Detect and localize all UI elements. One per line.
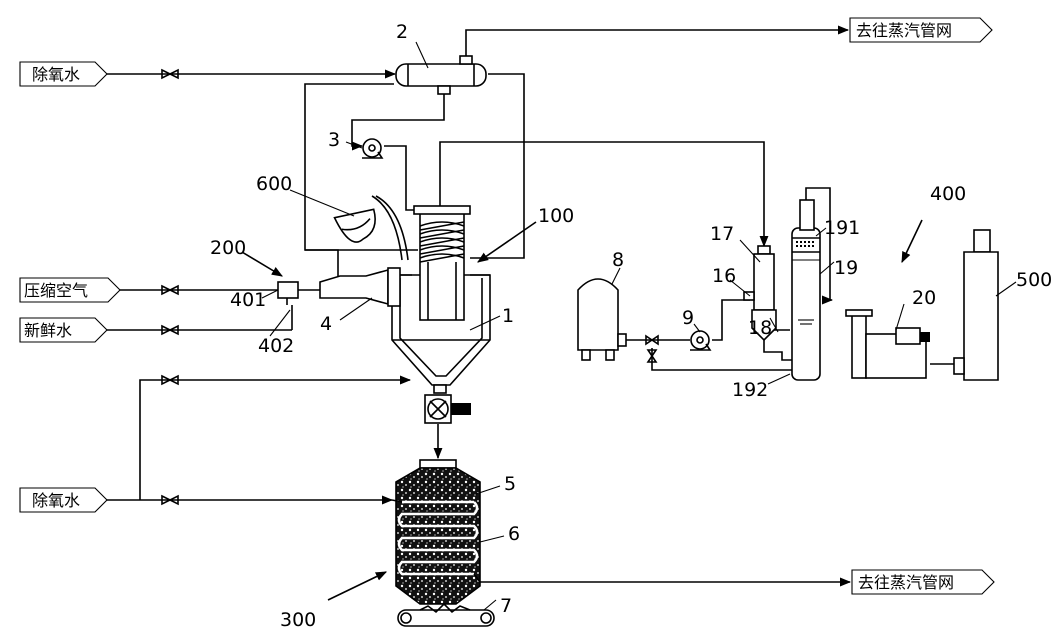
conveyor-7 [397, 602, 495, 627]
svg-text:新鲜水: 新鲜水 [24, 321, 72, 340]
label-9: 9 [682, 307, 694, 329]
outlet-steam-network-bottom: 去往蒸汽管网 [851, 569, 995, 595]
label-200: 200 [210, 237, 246, 259]
label-191: 191 [824, 217, 860, 239]
equipment-numbers: 2 3 600 100 200 401 402 4 1 17 191 400 8… [210, 21, 1052, 631]
absorption-column-19 [791, 199, 821, 381]
tank-8 [577, 278, 627, 361]
label-8: 8 [612, 249, 624, 271]
heat-exchanger-2 [395, 55, 487, 95]
label-100: 100 [538, 205, 574, 227]
outlet-steam-network-top: 去往蒸汽管网 [849, 17, 993, 43]
leader-lines [241, 41, 1017, 611]
valve-return[interactable] [646, 349, 658, 363]
label-4: 4 [320, 313, 332, 335]
label-192: 192 [732, 379, 768, 401]
dosing-vessel-600 [333, 195, 409, 261]
ejector-4 [277, 267, 401, 307]
vent-column-17 [743, 245, 777, 342]
label-18: 18 [748, 317, 772, 339]
pump-3 [362, 138, 384, 159]
inlet-deoxygenated-water-bottom: 除氧水 [19, 487, 108, 513]
valve-deox-top[interactable] [161, 68, 179, 80]
reactor-1 [391, 205, 491, 394]
label-402: 402 [258, 335, 294, 357]
inlet-deoxygenated-water-top: 除氧水 [19, 61, 108, 87]
svg-text:压缩空气: 压缩空气 [24, 281, 88, 300]
label-401: 401 [230, 289, 266, 311]
svg-text:除氧水: 除氧水 [32, 65, 80, 84]
label-1: 1 [502, 305, 514, 327]
label-2: 2 [396, 21, 408, 43]
valve-air[interactable] [161, 284, 179, 296]
pump-9 [690, 330, 712, 351]
rotary-valve [424, 394, 471, 424]
svg-text:去往蒸汽管网: 去往蒸汽管网 [856, 21, 952, 40]
svg-text:除氧水: 除氧水 [32, 491, 80, 510]
label-20: 20 [912, 287, 936, 309]
label-600: 600 [256, 173, 292, 195]
pipe-network [107, 25, 955, 587]
label-400: 400 [930, 183, 966, 205]
valve-group [161, 68, 659, 506]
label-3: 3 [328, 129, 340, 151]
inlet-compressed-air: 压缩空气 [19, 277, 121, 303]
inlet-fresh-water: 新鲜水 [19, 317, 108, 343]
packed-bed-300 [391, 459, 481, 605]
tail-tower-500 [953, 229, 999, 381]
label-17: 17 [710, 223, 734, 245]
label-5: 5 [504, 473, 516, 495]
label-19: 19 [834, 257, 858, 279]
valve-tank-line[interactable] [645, 334, 659, 346]
label-7: 7 [500, 595, 512, 617]
valve-fresh-water[interactable] [161, 324, 179, 336]
valve-cone[interactable] [161, 374, 179, 386]
label-500: 500 [1016, 269, 1052, 291]
svg-text:去往蒸汽管网: 去往蒸汽管网 [858, 573, 954, 592]
label-6: 6 [508, 523, 520, 545]
valve-deox-bottom[interactable] [161, 494, 179, 506]
unit-20 [845, 309, 930, 379]
label-300: 300 [280, 609, 316, 631]
label-16: 16 [712, 265, 736, 287]
